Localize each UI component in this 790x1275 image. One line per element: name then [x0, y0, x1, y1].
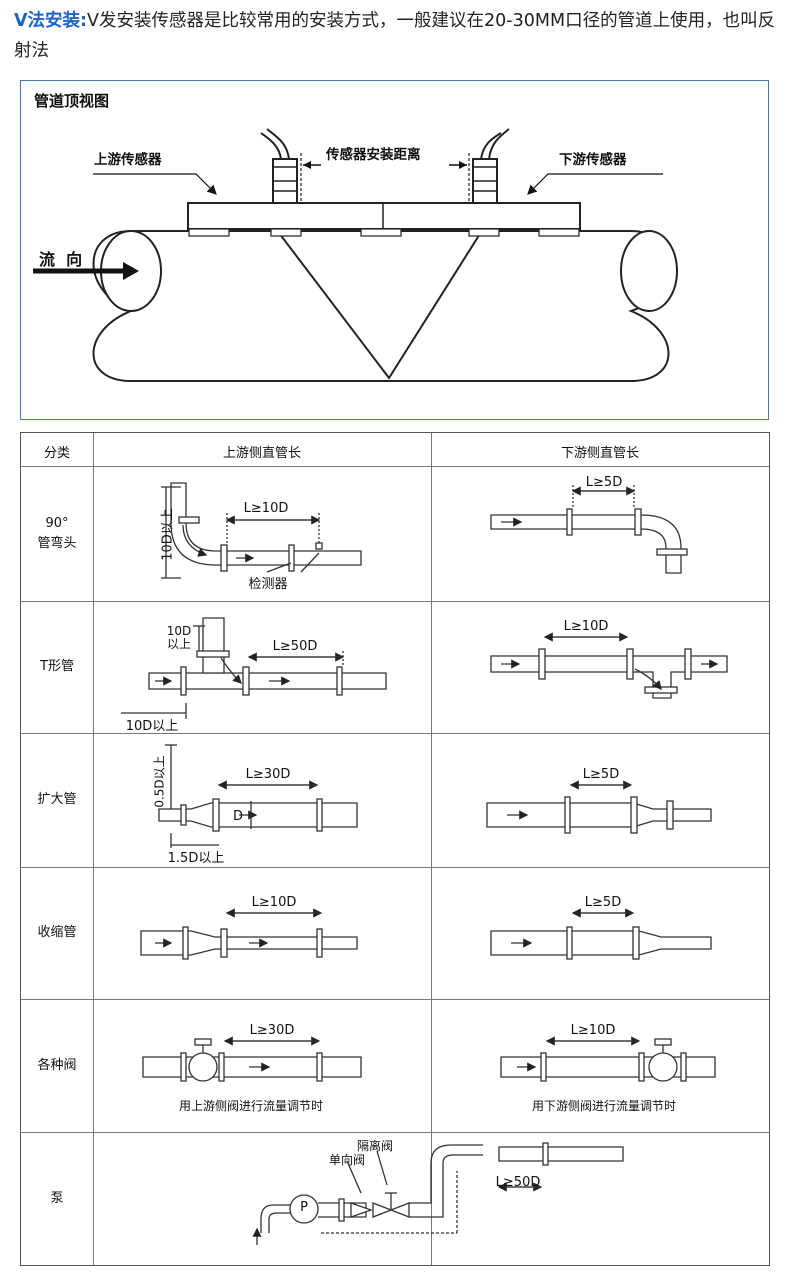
intro-keyword: V法安装:: [14, 11, 88, 31]
upstream-sensor: [260, 128, 298, 204]
pump-label: P: [300, 1200, 308, 1215]
expander-upstream-diagram: [158, 744, 358, 848]
tee-down-length: L≥10D: [563, 619, 609, 634]
expander-down-length: L≥5D: [582, 767, 620, 782]
reducer-up-length: L≥10D: [251, 895, 297, 910]
reducer-downstream-diagram: [490, 908, 712, 960]
elbow-up-side: 10D以上: [160, 508, 176, 561]
tee-downstream-diagram: [490, 632, 728, 699]
intro-text: V发安装传感器是比较常用的安装方式，一般建议在20-30MM口径的管道上使用，也…: [14, 11, 776, 61]
intro-paragraph: V法安装:V发安装传感器是比较常用的安装方式，一般建议在20-30MM口径的管道…: [14, 6, 780, 66]
top-view-title: 管道顶视图: [34, 92, 110, 110]
elbow-downstream-diagram: [490, 485, 688, 574]
straight-pipe-table: 分类 上游侧直管长 下游侧直管长 90° 管弯头 T形管 扩大管 收缩管 各种阀…: [20, 432, 770, 1266]
valve-down-caption: 用下游侧阀进行流量调节时: [531, 1099, 676, 1113]
valve-up-caption: 用上游侧阀进行流量调节时: [178, 1099, 323, 1113]
valve-down-length: L≥10D: [570, 1023, 616, 1038]
upstream-sensor-label: 上游传感器: [94, 152, 162, 168]
tee-up-length: L≥50D: [272, 639, 318, 654]
isolation-valve-label: 隔离阀: [356, 1139, 393, 1153]
valve-downstream-diagram: [500, 1036, 716, 1082]
row-valve-category: 各种阀: [37, 1057, 77, 1073]
elbow-up-detector: 检测器: [248, 577, 288, 592]
row-elbow-category: 90° 管弯头: [37, 515, 77, 551]
tee-up-side: 10D 以上: [166, 624, 192, 651]
header-upstream: 上游侧直管长: [222, 446, 301, 461]
elbow-up-length: L≥10D: [243, 501, 289, 516]
expander-up-bottom: 1.5D以上: [167, 851, 225, 866]
row-reducer-category: 收缩管: [37, 925, 77, 940]
flow-direction-label: 流 向: [39, 250, 83, 269]
expander-downstream-diagram: [486, 780, 712, 834]
valve-upstream-diagram: [142, 1036, 362, 1082]
downstream-sensor: [472, 128, 510, 204]
sensor-distance-label: 传感器安装距离: [326, 147, 421, 163]
expander-up-side: 0.5D以上: [152, 755, 167, 808]
sensor-rail: [187, 202, 581, 230]
row-pump-category: 泵: [50, 1190, 64, 1206]
v-signal-path: [275, 228, 484, 380]
row-expander-category: 扩大管: [37, 792, 77, 807]
pipe-diagrams: [121, 482, 728, 1245]
downstream-sensor-label: 下游传感器: [559, 152, 627, 168]
pump-diagram: [252, 1142, 624, 1245]
expander-up-d: D: [233, 809, 244, 824]
check-valve-label: 单向阀: [328, 1153, 365, 1167]
elbow-upstream-diagram: [161, 482, 362, 579]
elbow-down-length: L≥5D: [585, 475, 623, 490]
reducer-down-length: L≥5D: [584, 895, 622, 910]
tee-upstream-diagram: [121, 617, 387, 719]
pipe-top-view-panel: 管道顶视图: [20, 80, 769, 420]
pump-length: L≥50D: [495, 1175, 541, 1190]
valve-up-length: L≥30D: [249, 1023, 295, 1038]
pipe-right-opening: [620, 230, 678, 312]
tee-up-bottom: 10D以上: [125, 719, 179, 734]
row-tee-category: T形管: [40, 659, 74, 674]
expander-up-length: L≥30D: [245, 767, 291, 782]
reducer-upstream-diagram: [140, 908, 358, 960]
header-downstream: 下游侧直管长: [560, 446, 639, 461]
top-view-diagram: [33, 128, 678, 382]
header-category: 分类: [43, 446, 70, 461]
pipe-body: [92, 230, 673, 382]
